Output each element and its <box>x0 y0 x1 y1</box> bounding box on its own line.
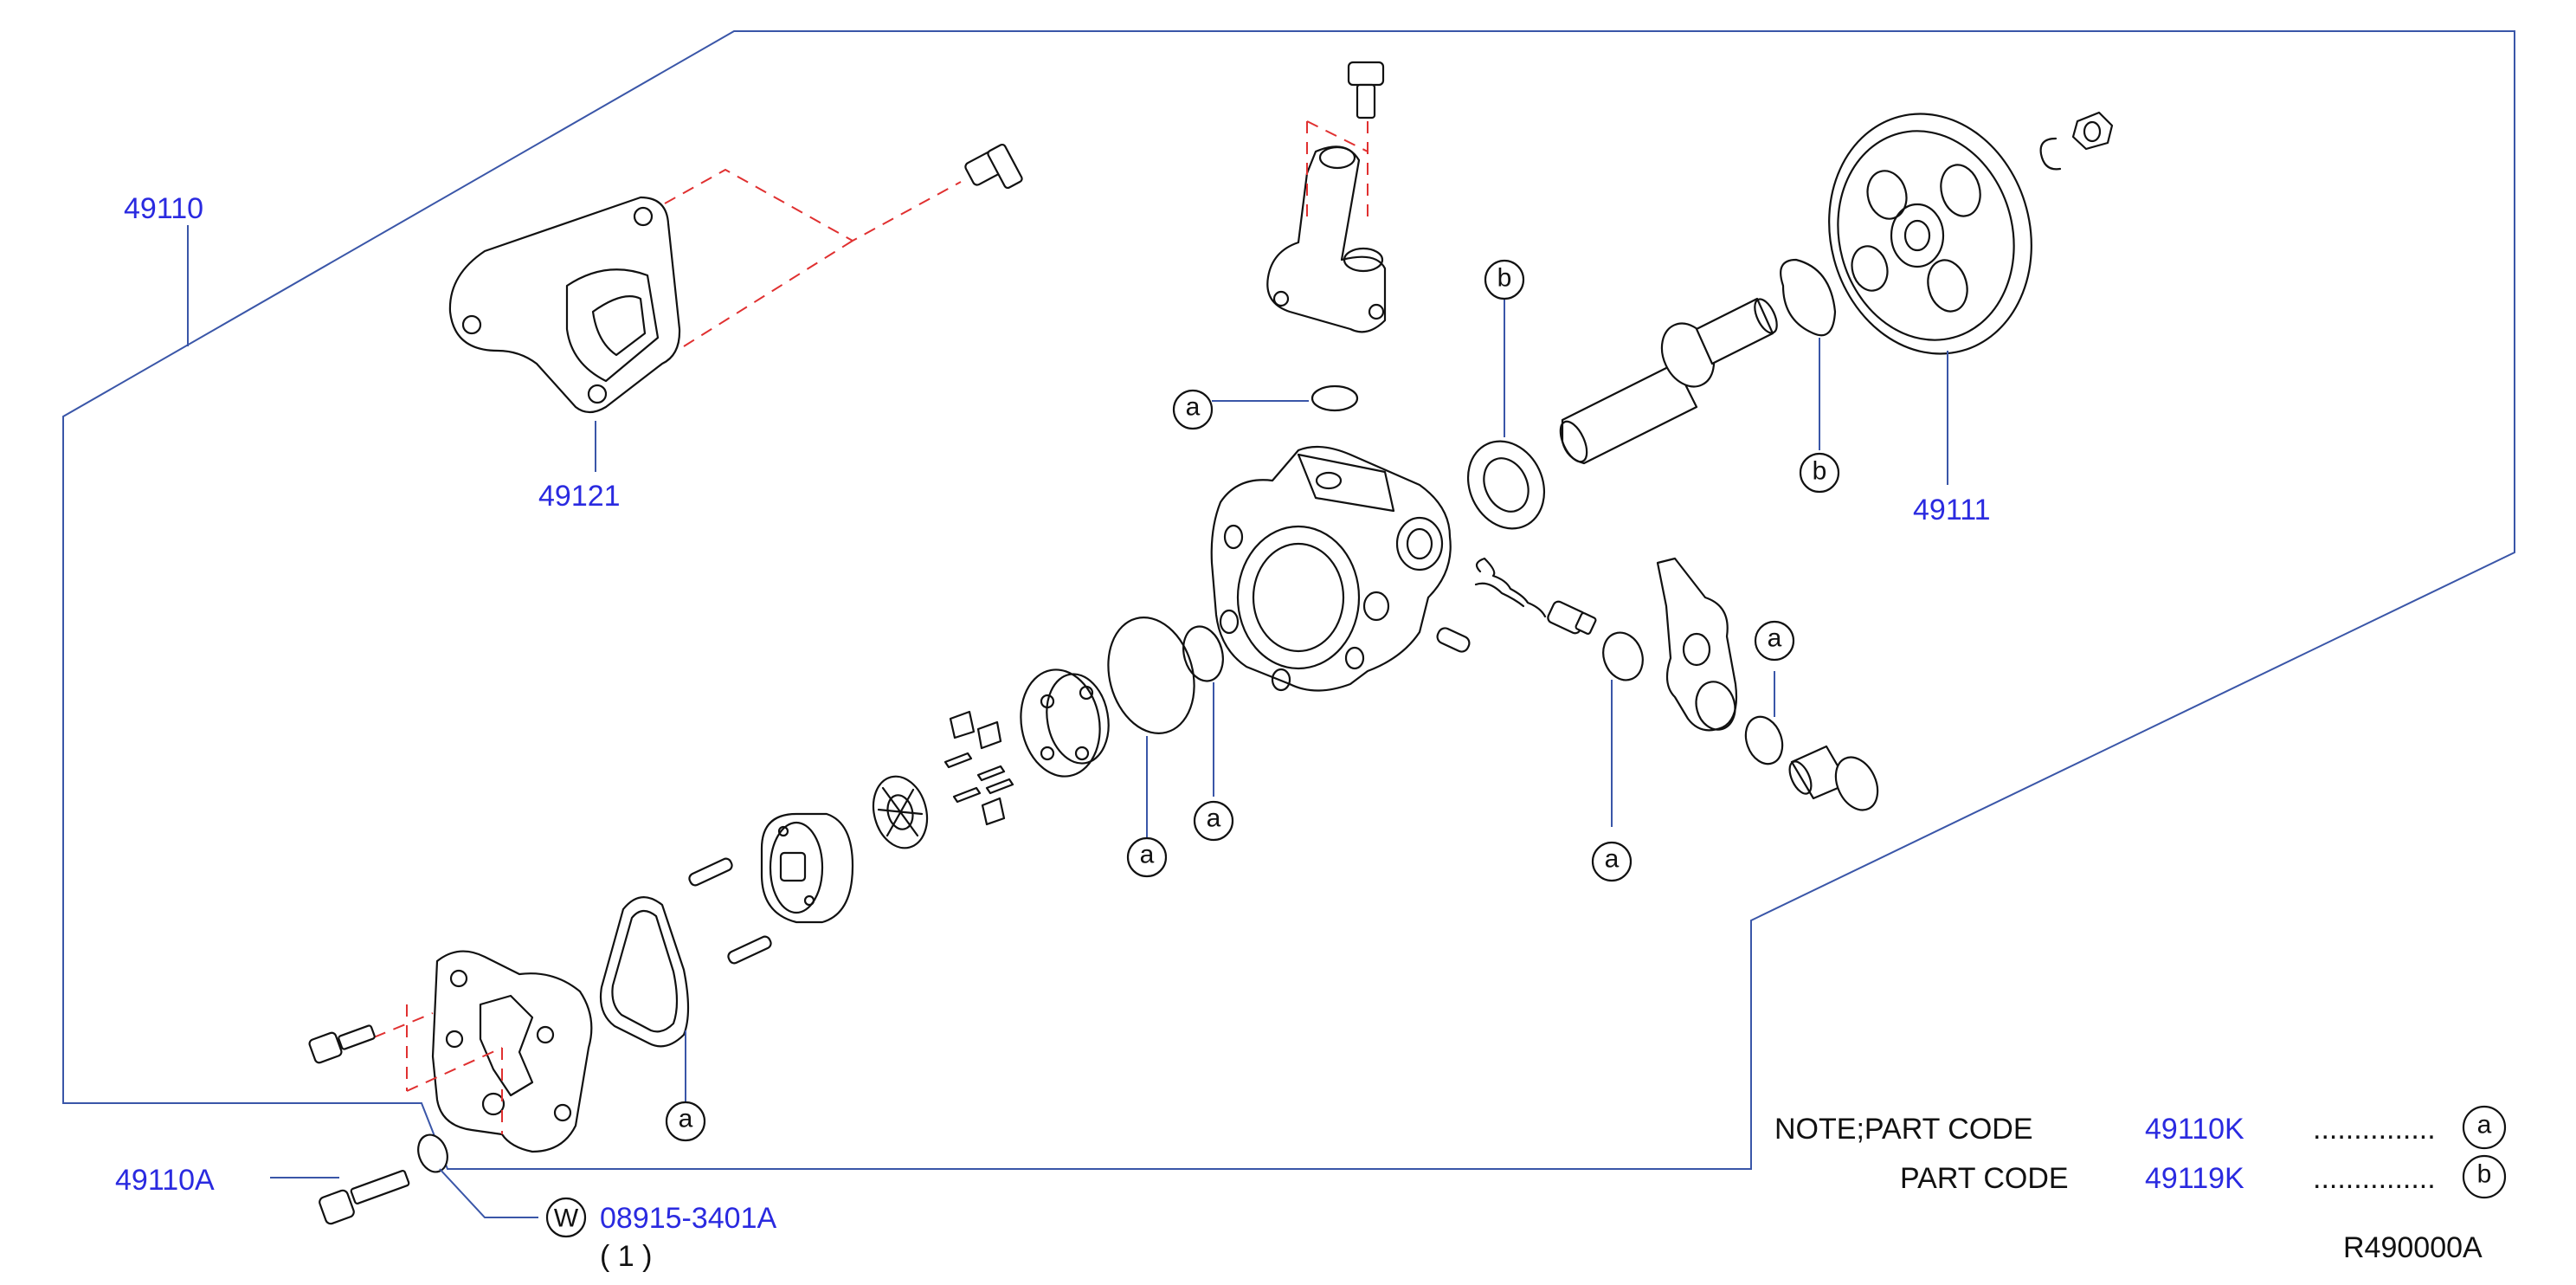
note-row1-code: 49110K <box>2145 1113 2244 1146</box>
ref-a-gasket-small: a <box>1193 800 1234 842</box>
label-49121: 49121 <box>538 480 621 513</box>
pump-rotor[interactable] <box>866 771 935 855</box>
rear-cover-gasket[interactable] <box>599 896 690 1048</box>
pulley-nut[interactable] <box>2071 111 2114 151</box>
bracket-bolt[interactable] <box>964 143 1023 190</box>
label-49110A: 49110A <box>115 1164 215 1197</box>
svg-text:a: a <box>1605 845 1620 874</box>
svg-text:a: a <box>679 1105 693 1133</box>
pipe-fitting[interactable] <box>1266 145 1387 333</box>
ref-a-rear-gasket: a <box>665 1101 706 1142</box>
side-plate-gasket-large[interactable] <box>1096 608 1207 743</box>
flow-control-spring[interactable] <box>1474 557 1547 618</box>
union-bolt[interactable] <box>1785 745 1885 817</box>
ref-b-snap-ring: b <box>1799 452 1840 494</box>
note-row2-code: 49119K <box>2145 1162 2244 1195</box>
part-code-note: NOTE;PART CODE 49110K ............... a … <box>1774 1105 2507 1199</box>
fitting-bolt[interactable] <box>1347 61 1385 119</box>
side-plate[interactable] <box>1013 663 1116 783</box>
drive-shaft[interactable] <box>1555 296 1781 466</box>
side-plate-gasket-small[interactable] <box>1177 622 1228 685</box>
label-49110: 49110 <box>124 192 203 225</box>
ref-b-oil-seal: b <box>1484 259 1525 300</box>
svg-text:W: W <box>554 1204 579 1233</box>
label-08915-3401A: 08915-3401A <box>600 1202 777 1235</box>
svg-text:a: a <box>1140 841 1155 869</box>
assembly-boundary-frame <box>62 30 2515 1170</box>
fitting-dashed-guide <box>1306 120 1368 225</box>
outlet-fitting[interactable] <box>1656 557 1740 734</box>
note-row1-dots: ............... <box>2313 1113 2436 1146</box>
ref-a-union: a <box>1754 620 1795 662</box>
valve-pin[interactable] <box>1435 626 1472 654</box>
label-washer-qty: ( 1 ) <box>600 1240 652 1273</box>
flow-control-valve[interactable] <box>1546 600 1597 635</box>
diagram-id: R490000A <box>2343 1231 2483 1264</box>
snap-ring[interactable] <box>1780 258 1837 337</box>
pulley-clip[interactable] <box>2039 137 2062 171</box>
cover-dashed-guide <box>354 1004 503 1134</box>
note-row1-prefix: NOTE;PART CODE <box>1774 1113 2033 1146</box>
svg-text:a: a <box>1186 393 1201 422</box>
ref-a-outlet: a <box>1591 841 1633 882</box>
label-49111: 49111 <box>1913 494 1991 526</box>
ref-a-o-ring: a <box>1172 389 1214 430</box>
rear-cover[interactable] <box>431 950 593 1153</box>
ref-a-gasket-large: a <box>1126 836 1168 878</box>
bracket-dashed-guide <box>664 168 962 347</box>
oil-seal[interactable] <box>1454 429 1558 541</box>
svg-text:a: a <box>1768 624 1782 653</box>
washer-symbol-marker: W <box>545 1197 587 1238</box>
washer-part[interactable] <box>413 1131 452 1176</box>
union-o-ring[interactable] <box>1740 712 1789 769</box>
note-row2-dots: ............... <box>2313 1162 2436 1195</box>
svg-text:a: a <box>1207 804 1221 833</box>
cam-ring[interactable] <box>760 812 854 924</box>
bracket-part[interactable] <box>448 196 681 414</box>
pump-body[interactable] <box>1210 445 1452 692</box>
note-row1-ref: a <box>2477 1111 2492 1140</box>
pump-vanes[interactable] <box>943 710 1014 826</box>
cover-bolt-upper[interactable] <box>308 1024 376 1064</box>
outlet-o-ring[interactable] <box>1597 627 1649 686</box>
svg-text:b: b <box>1813 457 1827 486</box>
dowel-pin-upper[interactable] <box>687 857 733 888</box>
svg-text:b: b <box>1497 264 1512 293</box>
note-row2-prefix: PART CODE <box>1900 1162 2069 1195</box>
dowel-pin-lower[interactable] <box>726 935 772 965</box>
pulley-part[interactable] <box>1803 91 2058 377</box>
fitting-o-ring[interactable] <box>1311 384 1359 412</box>
note-row2-ref: b <box>2477 1160 2492 1189</box>
bolt-49110A[interactable] <box>319 1170 410 1225</box>
